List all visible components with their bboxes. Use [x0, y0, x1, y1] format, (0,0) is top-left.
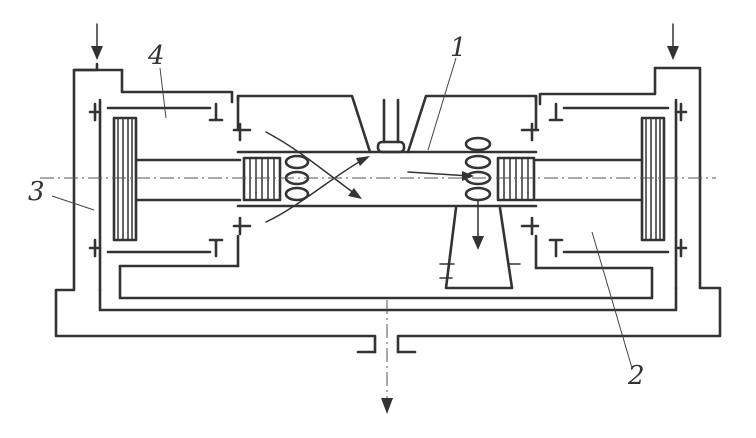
bearing-supports: [88, 102, 688, 258]
label-1: 1: [450, 33, 467, 63]
inlet-arrow-right: [667, 23, 679, 60]
label-3: 3: [28, 177, 45, 207]
exhaust-arrow: [381, 300, 393, 414]
label-2: 2: [627, 361, 645, 391]
leader-lines: [51, 57, 633, 369]
inlet-arrow-left: [91, 23, 103, 60]
outer-casing: [54, 62, 722, 354]
flow-arrows: [265, 131, 484, 250]
label-4: 4: [147, 41, 165, 71]
right-rotor: [464, 116, 666, 242]
left-rotor: [112, 116, 310, 242]
central-chamber: [236, 94, 538, 290]
